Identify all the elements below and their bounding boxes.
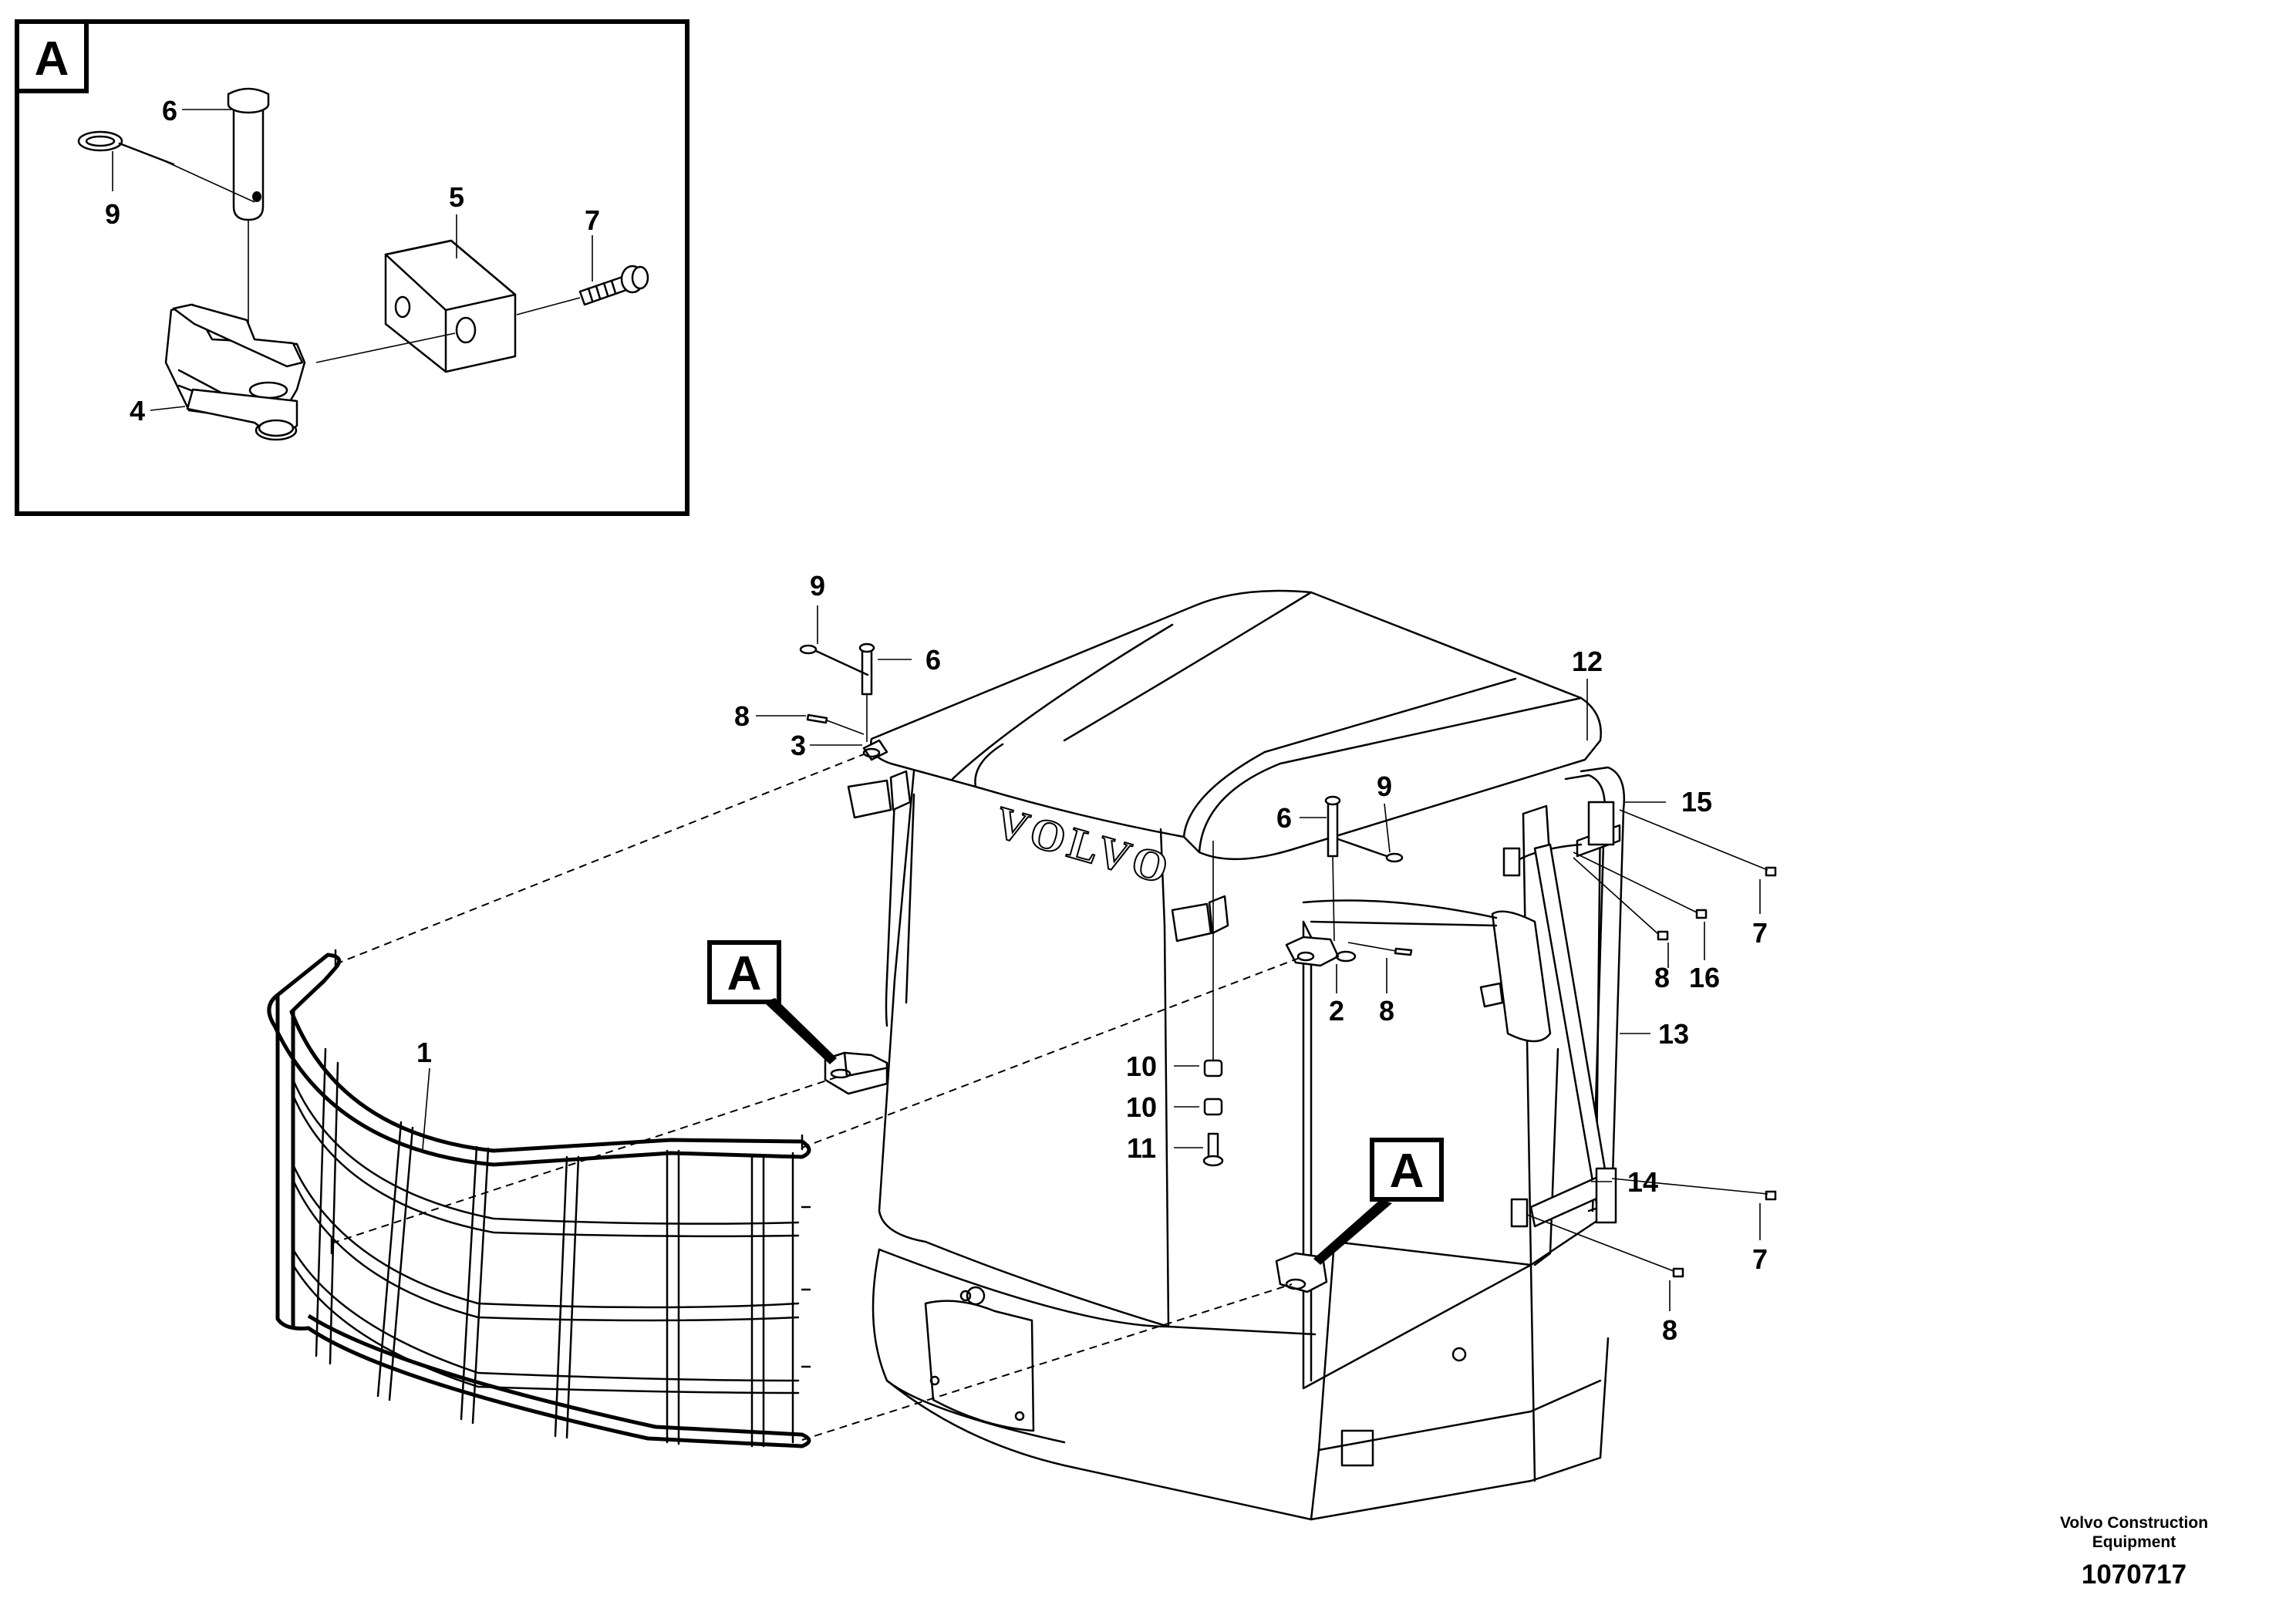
callout-13: 13 [1658,1018,1689,1050]
volvo-logo: VOLVO [990,797,1178,895]
cab-base [872,1240,1336,1521]
detail-callout-a-right: A [1313,1138,1444,1265]
callout-7-bottom: 7 [1752,1243,1768,1275]
svg-text:A: A [727,947,762,1000]
callout-9-top: 9 [810,570,825,602]
callout-7-top: 7 [1752,917,1768,949]
callout-14: 14 [1627,1166,1658,1198]
cab-rear-wall [878,770,927,1243]
detail-block [315,239,517,373]
callout-10-b: 10 [1126,1091,1157,1123]
detail-letter: A [35,32,69,86]
callout-leaders [422,605,1761,1311]
detail-callout-a-left: A [707,940,837,1064]
rear-guard [1502,766,1625,1228]
callout-8-right: 8 [1654,962,1670,993]
detail-label-4: 4 [130,395,145,427]
callout-3: 3 [791,730,806,761]
callout-11: 11 [1127,1132,1156,1164]
callout-15: 15 [1681,786,1712,818]
company-name-line1: Volvo Construction [2059,1514,2209,1532]
callout-8-mid: 8 [1379,995,1394,1027]
callout-10-a: 10 [1126,1050,1157,1082]
callout-12: 12 [1572,646,1603,677]
detail-pin [227,87,270,343]
callout-16: 16 [1689,962,1720,993]
detail-label-9: 9 [105,198,120,230]
cab-roof [870,589,1602,861]
detail-bolt [516,265,649,315]
side-mirror [1491,910,1552,1043]
detail-label-5: 5 [449,181,464,213]
detail-frame [15,19,689,516]
callout-1: 1 [416,1037,432,1068]
roof-hinge-3 [862,739,888,761]
callout-6-right: 6 [1276,802,1292,834]
rear-lamp-right [1171,902,1212,943]
document-number: 1070717 [2081,1560,2187,1590]
callout-8-bottom: 8 [1662,1314,1677,1346]
footer: Volvo Construction Equipment 1070717 [2018,1513,2250,1590]
company-name-line2: Equipment [2092,1533,2176,1551]
detail-bracket [164,303,306,441]
rear-lamp-left [847,779,892,819]
callout-2: 2 [1329,995,1344,1027]
svg-text:A: A [1390,1145,1424,1198]
hinge-bracket-left [824,1051,888,1095]
detail-label-6: 6 [162,95,177,126]
hinge-bracket-right [1275,1252,1328,1293]
hinge-bracket-center [1285,936,1357,967]
detail-letter-box [15,19,89,93]
front-guard-grille [267,949,811,1448]
callout-6-top: 6 [925,644,941,676]
cab: VOLVO [847,589,1625,1521]
callout-9-right: 9 [1377,771,1392,802]
cab-rear-hatch [924,1300,1035,1432]
detail-view-a: A [15,19,689,516]
detail-label-7: 7 [585,204,600,236]
callout-8-top: 8 [734,700,750,732]
detail-clip [77,130,255,203]
